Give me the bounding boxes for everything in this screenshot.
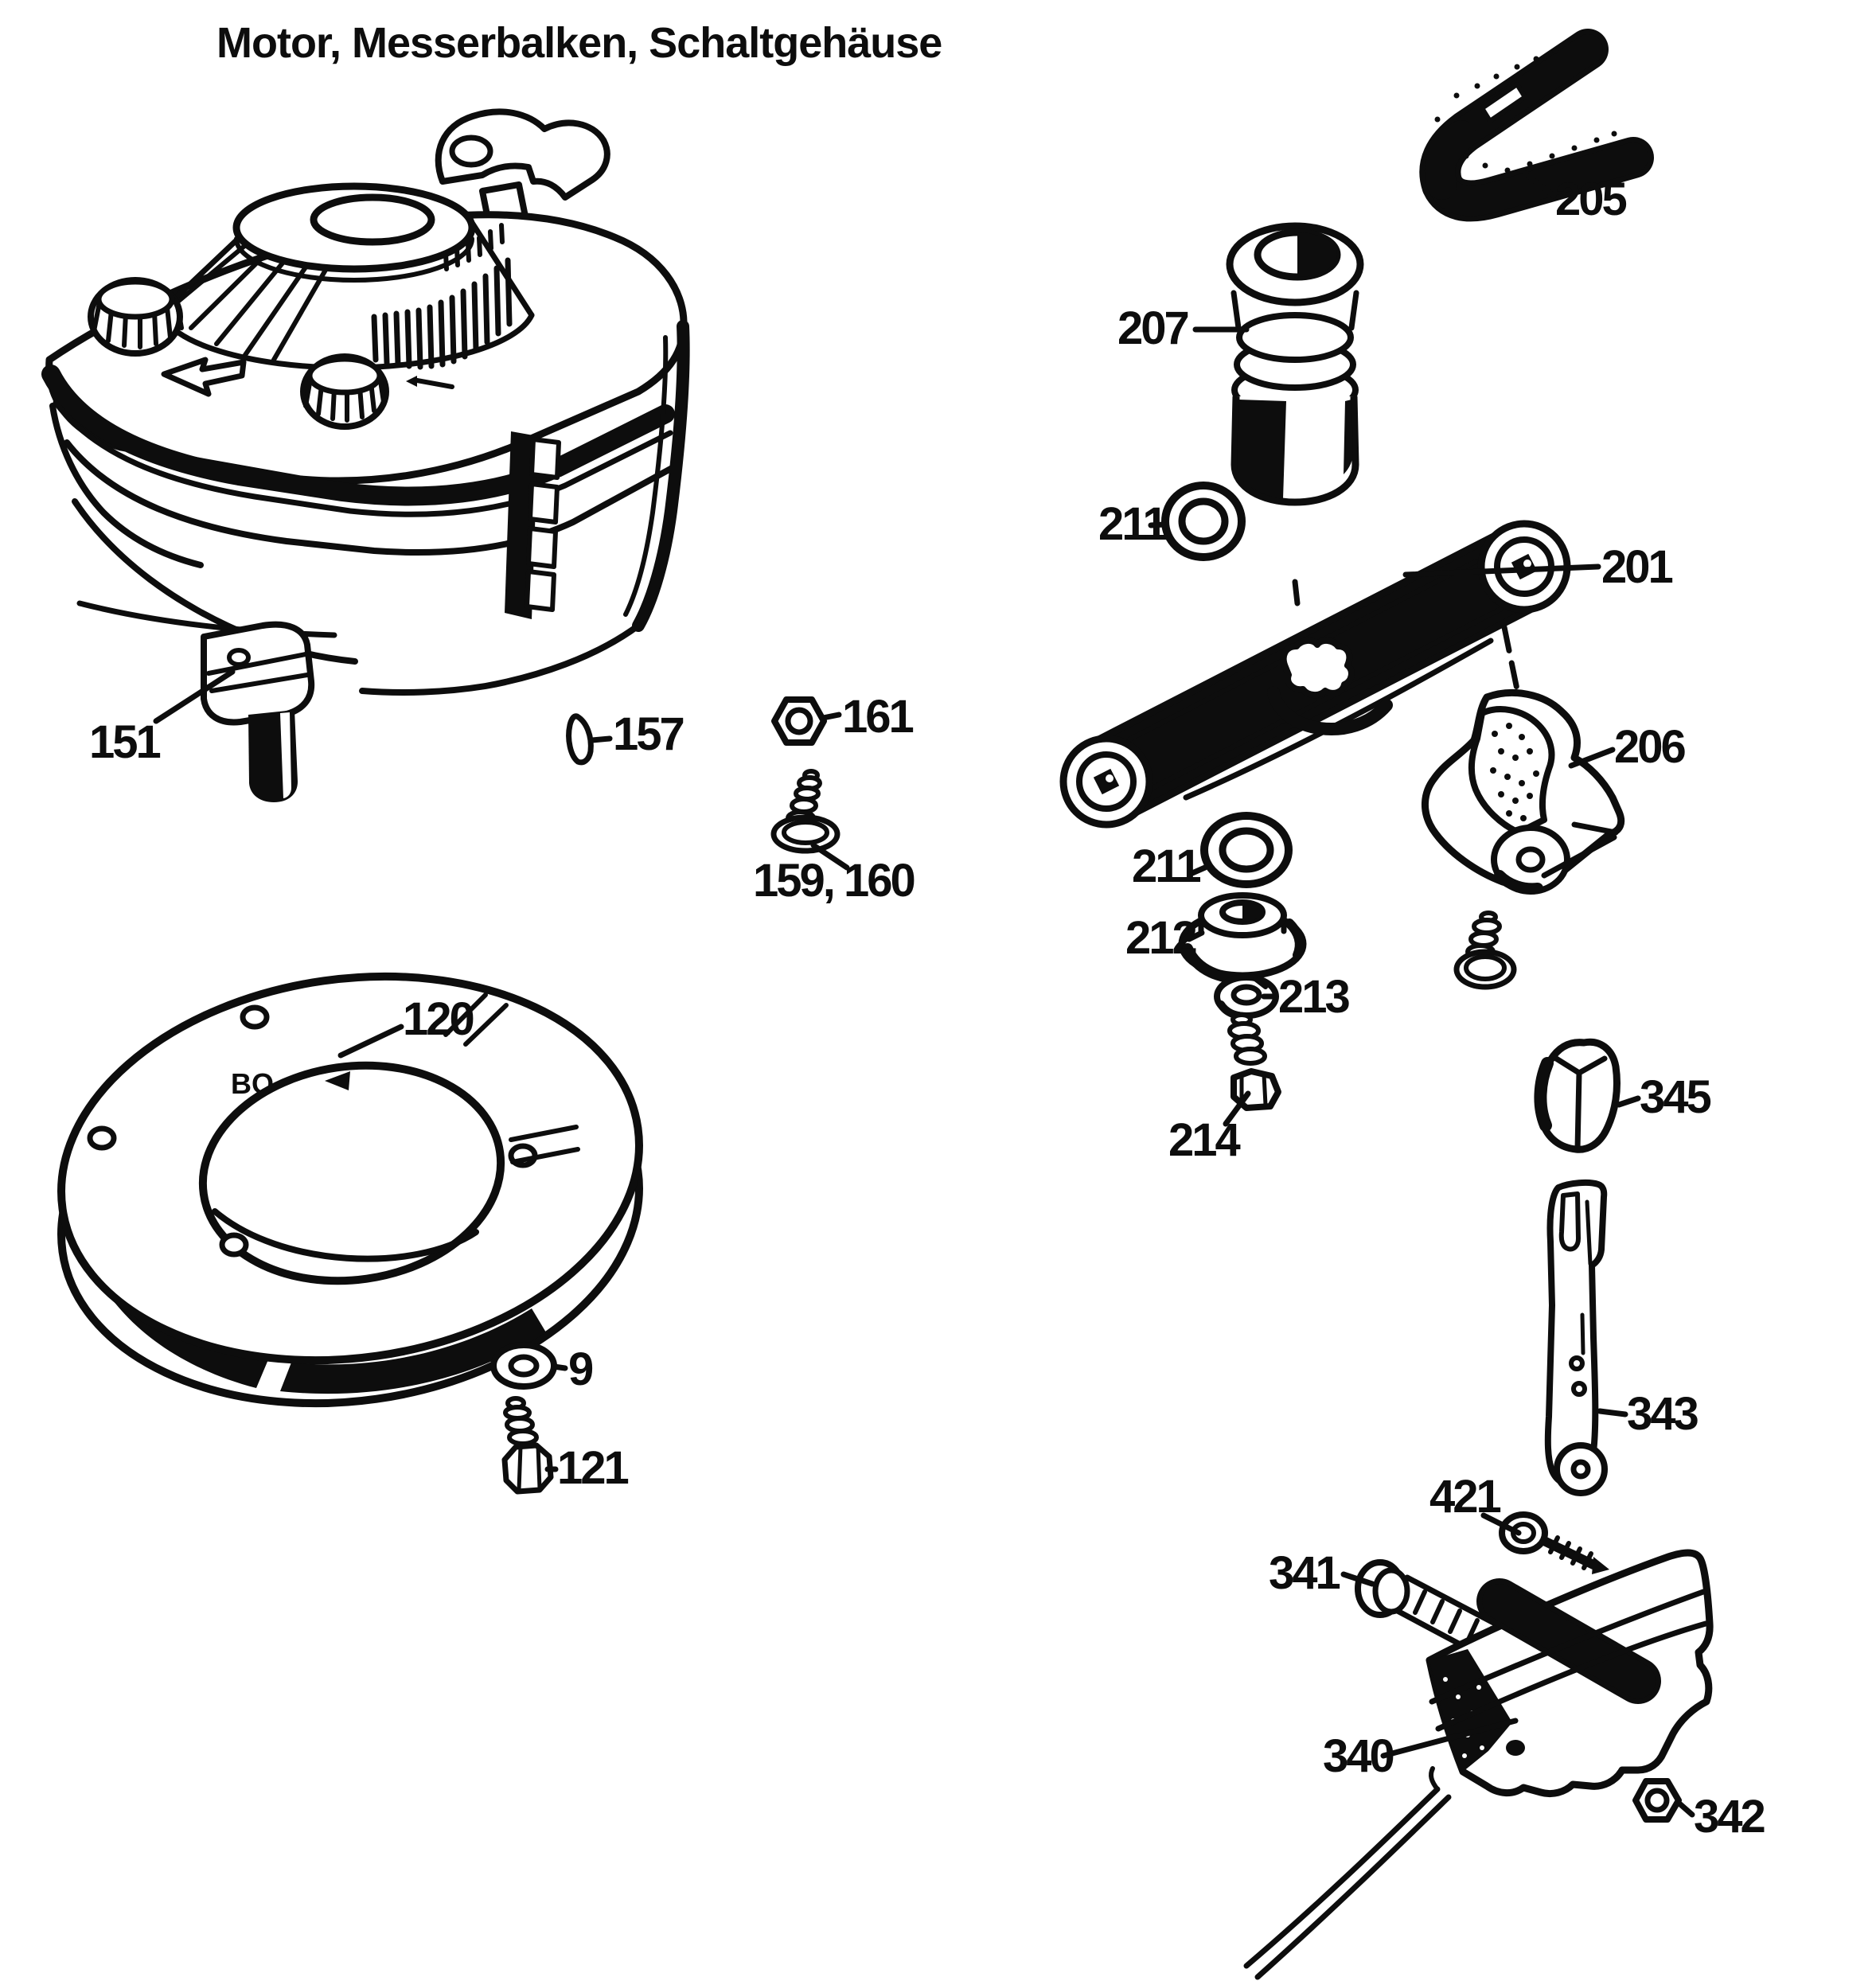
callout-161: 161 <box>842 691 914 743</box>
screw-159-160-drawing <box>770 769 840 854</box>
page-title: Motor, Messerbalken, Schaltgehäuse <box>216 19 942 67</box>
bolt-121-drawing <box>501 1396 554 1495</box>
clamp-strap-205-drawing <box>1419 29 1654 222</box>
hex-nut-161-drawing <box>771 696 827 746</box>
callout-211-upper: 211 <box>1098 498 1167 550</box>
engine-drawing <box>41 108 690 802</box>
hub-212-drawing <box>1178 892 1307 985</box>
friction-ring-120-drawing: BO <box>57 972 643 1408</box>
callout-345: 345 <box>1640 1071 1711 1123</box>
callout-201: 201 <box>1601 541 1673 593</box>
callout-342: 342 <box>1694 1791 1765 1843</box>
callout-151: 151 <box>89 716 161 768</box>
callout-205: 205 <box>1555 174 1627 225</box>
callout-159-160: 159, 160 <box>753 855 915 907</box>
callout-212: 212 <box>1125 912 1196 964</box>
callout-labels: 151 157 161 159, 160 120 9 121 205 207 2… <box>89 174 1767 1843</box>
blade-holder-206-drawing <box>1421 689 1625 895</box>
callout-213: 213 <box>1278 971 1350 1023</box>
switch-housing-340-drawing <box>1426 1549 1714 1798</box>
callout-211-lower: 211 <box>1132 840 1200 892</box>
leader-lines <box>153 170 1695 1818</box>
bracket-343-drawing <box>1544 1179 1608 1496</box>
callout-340: 340 <box>1323 1730 1394 1782</box>
cap-345-drawing <box>1534 1038 1621 1153</box>
callout-341: 341 <box>1269 1547 1340 1599</box>
callout-207: 207 <box>1117 302 1188 354</box>
washer-211-lower-drawing <box>1200 812 1293 888</box>
control-cable-drawing <box>1243 1766 1452 1980</box>
hex-nut-342-drawing <box>1632 1778 1682 1823</box>
holder-screw-drawing <box>1453 911 1517 990</box>
bolt-214-drawing <box>1227 1012 1281 1111</box>
callout-214: 214 <box>1168 1114 1241 1166</box>
callout-120: 120 <box>403 993 474 1045</box>
coupling-207-drawing <box>1226 222 1364 506</box>
washer-211-upper-drawing <box>1161 482 1246 561</box>
callout-343: 343 <box>1627 1388 1699 1440</box>
washer-9-drawing <box>490 1342 557 1390</box>
blade-bar-201-drawing <box>1059 520 1571 829</box>
callout-206: 206 <box>1614 721 1686 773</box>
screw-421-drawing <box>1499 1511 1609 1574</box>
ring-marking-text: BO <box>231 1067 274 1100</box>
woodruff-key-157-drawing <box>566 713 594 766</box>
callout-9: 9 <box>568 1343 593 1395</box>
callout-121: 121 <box>557 1442 629 1494</box>
callout-157: 157 <box>613 708 684 760</box>
callout-421: 421 <box>1429 1471 1501 1523</box>
